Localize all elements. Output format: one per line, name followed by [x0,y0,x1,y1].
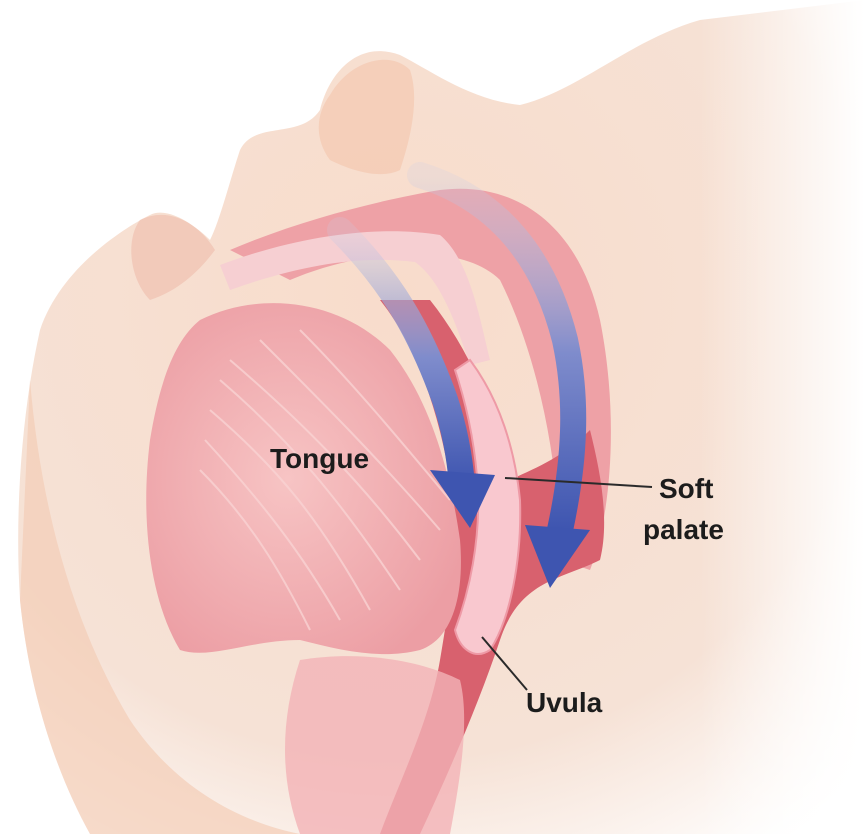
tongue-label: Tongue [270,443,369,474]
uvula-label: Uvula [526,687,603,718]
edge-fade [700,0,865,834]
soft-palate-label-line2: palate [643,514,724,545]
throat-tissue [285,656,464,834]
soft-palate-label-line1: Soft [659,473,713,504]
nose [319,60,414,174]
